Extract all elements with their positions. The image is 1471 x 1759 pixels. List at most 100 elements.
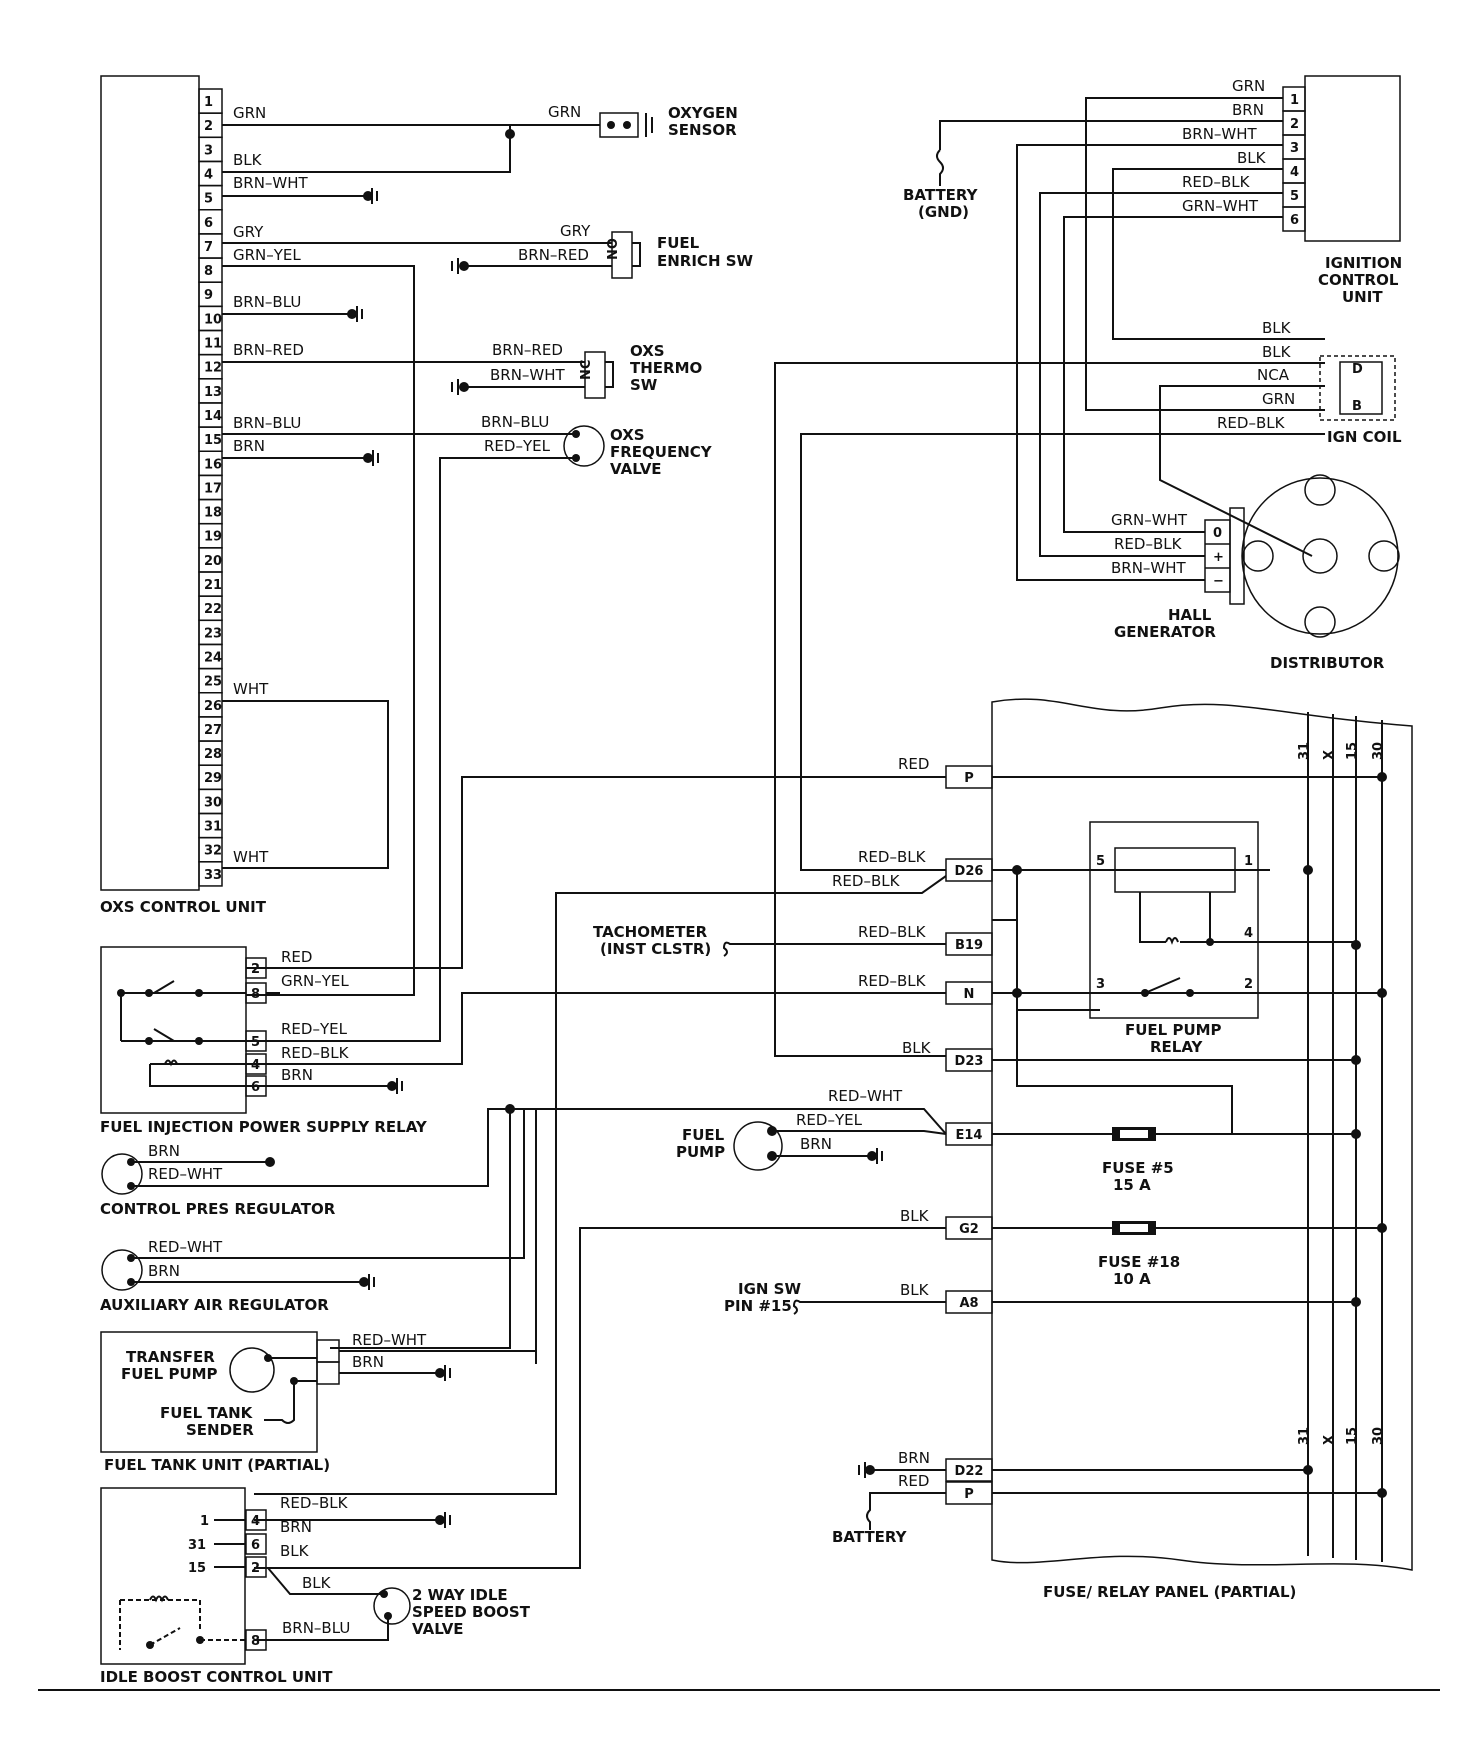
- icu-body: [1304, 75, 1401, 242]
- wire-label-oxs-12: BRN–RED: [233, 341, 304, 359]
- wire-label-oxs-16: BRN: [233, 437, 265, 455]
- transfer-fuel-pump-body: [229, 1347, 275, 1393]
- ign-coil-leads: [1295, 338, 1325, 435]
- hall-generator: 0 + − GRN–WHT RED–BLK BRN–WHT HALL GENER…: [1111, 511, 1231, 641]
- oxs-pin-label: 14: [204, 409, 222, 424]
- wire-label-freq-brnblu: BRN–BLU: [481, 413, 549, 431]
- distributor-mount: [1229, 507, 1245, 605]
- fuel-tank-unit-label: FUEL TANK UNIT (PARTIAL): [104, 1456, 330, 1474]
- oxs-pin-label: 13: [204, 385, 222, 400]
- wire-label-oxs-15: BRN–BLU: [233, 414, 301, 432]
- wire-label-p-battery: RED: [898, 1472, 929, 1490]
- wire-label-a8: BLK: [900, 1281, 930, 1299]
- control-pres-regulator: BRN RED–WHT CONTROL PRES REGULATOR: [100, 1104, 537, 1364]
- wire-label-icu-4: BLK: [1237, 149, 1267, 167]
- fi-relay-coil-symbol: [164, 1059, 178, 1067]
- aar-body: [101, 1249, 143, 1291]
- cpr-body: [101, 1153, 143, 1195]
- ground-dot-aar: [359, 1277, 369, 1287]
- oxs-pin-label: 2: [204, 119, 213, 134]
- oxs-control-unit: 1234567891011121314151617181920212223242…: [100, 75, 267, 916]
- wire-label-icu-2: BRN: [1232, 101, 1264, 119]
- wire-label-d22: BRN: [898, 1449, 930, 1467]
- idle-boost-pin-box: [245, 1533, 267, 1555]
- oxs-thermo-sw-label-2: THERMO: [630, 359, 702, 377]
- wire-label-hall-grnwht: GRN–WHT: [1111, 511, 1188, 529]
- icu-label-1: IGNITION: [1325, 254, 1402, 272]
- wire-label-oxs-sensor: GRN: [548, 103, 581, 121]
- hall-terminal-plus: +: [1213, 550, 1224, 565]
- idle-valve-label-2: SPEED BOOST: [412, 1603, 531, 1621]
- panel-terminal-label: P: [964, 771, 974, 786]
- wire-label-fi-red: RED: [281, 948, 312, 966]
- wire-label-tfp-redwht: RED–WHT: [352, 1331, 427, 1349]
- idle-inner-31: 31: [188, 1538, 206, 1553]
- idle-boost-unit-label: IDLE BOOST CONTROL UNIT: [100, 1668, 333, 1686]
- fuel-tank-unit: RED–WHT BRN TRANSFER FUEL PUMP FUEL TANK…: [100, 1331, 536, 1474]
- wire-oxs-8: [222, 265, 415, 996]
- oxs-pin-label: 17: [204, 481, 222, 496]
- icu-label-3: UNIT: [1342, 288, 1383, 306]
- ign-sw-label-2: PIN #15: [724, 1297, 792, 1315]
- oxs-pin-label: 33: [204, 868, 222, 883]
- oxs-pin-label: 9: [204, 288, 213, 303]
- fuse-relay-panel-body: [991, 698, 1413, 1571]
- cpr-splice: [505, 1104, 515, 1114]
- idle-boost-pin-label: 2: [251, 1561, 260, 1576]
- relay-pin-4: 4: [1244, 926, 1253, 941]
- oxs-pin-label: 3: [204, 143, 213, 158]
- wire-label-fi-redyel: RED–YEL: [281, 1020, 348, 1038]
- ign-coil-label: IGN COIL: [1327, 428, 1402, 446]
- icu-pin-label: 3: [1290, 141, 1299, 156]
- relay-coil-symbol: [1165, 937, 1179, 945]
- relay-pin-2: 2: [1244, 977, 1253, 992]
- wire-b19: [722, 941, 946, 957]
- fi-relay-label: FUEL INJECTION POWER SUPPLY RELAY: [100, 1118, 428, 1136]
- panel-terminal-label: B19: [955, 938, 983, 953]
- panel-external-wiring: RED RED–BLK RED–BLK RED–BLK TACHOMETER (…: [246, 755, 947, 1569]
- wire-label-n: RED–BLK: [858, 972, 927, 990]
- switch-tag-no: NO: [606, 238, 621, 260]
- oxs-control-unit-label: OXS CONTROL UNIT: [100, 898, 267, 916]
- ign-sw-label-1: IGN SW: [738, 1280, 801, 1298]
- ground-dot-transfer-pump: [435, 1368, 445, 1378]
- ground-icon: [371, 188, 378, 204]
- fi-relay-contact: [145, 1037, 153, 1045]
- wire-label-fi-redblk: RED–BLK: [281, 1044, 350, 1062]
- switch-bracket: [605, 361, 614, 388]
- oxs-pin-label: 20: [204, 554, 222, 569]
- oxs-pin-label: 27: [204, 723, 222, 738]
- wire-label-icu-1: GRN: [1232, 77, 1265, 95]
- idle-speed-boost-valve-body: [373, 1587, 411, 1625]
- bus-splice: [1012, 865, 1022, 875]
- fuel-pump-relay-label-1: FUEL PUMP: [1125, 1021, 1222, 1039]
- panel-terminal-label: P: [964, 1487, 974, 1502]
- battery-label: BATTERY: [832, 1528, 908, 1546]
- wire-label-oxs-2: GRN: [233, 104, 266, 122]
- hall-terminal-0: 0: [1213, 526, 1222, 541]
- wire-label-b19: RED–BLK: [858, 923, 927, 941]
- oxs-pin-label: 10: [204, 312, 222, 327]
- distributor-terminal: [1242, 540, 1274, 572]
- wire-g2: [254, 1227, 946, 1569]
- idle-valve-pin: [384, 1612, 392, 1620]
- wire-label-cpr-brn: BRN: [148, 1142, 180, 1160]
- ignition-coil: D B IGN COIL BLK BLK NCA GRN RED–BLK: [774, 319, 1402, 1057]
- switch-bracket: [632, 242, 641, 267]
- bus-label: X: [1322, 1435, 1337, 1445]
- wire-label-coil-nca: NCA: [1257, 366, 1290, 384]
- transfer-fuel-pump-label-1: TRANSFER: [126, 1348, 215, 1366]
- wire-label-icu-6: GRN–WHT: [1182, 197, 1259, 215]
- wire-label-ib8: BRN–BLU: [282, 1619, 350, 1637]
- ground-dot-oxs-5: [363, 191, 373, 201]
- ign-coil-core: [1339, 361, 1383, 415]
- ground-dot-pump: [867, 1151, 877, 1161]
- fi-relay-pin-label: 5: [251, 1035, 260, 1050]
- battery-ground-wire: [936, 149, 944, 186]
- coil-terminal-b: B: [1352, 399, 1362, 414]
- aar-label: AUXILIARY AIR REGULATOR: [100, 1296, 329, 1314]
- oxs-thermo-sw-label-1: OXS: [630, 342, 665, 360]
